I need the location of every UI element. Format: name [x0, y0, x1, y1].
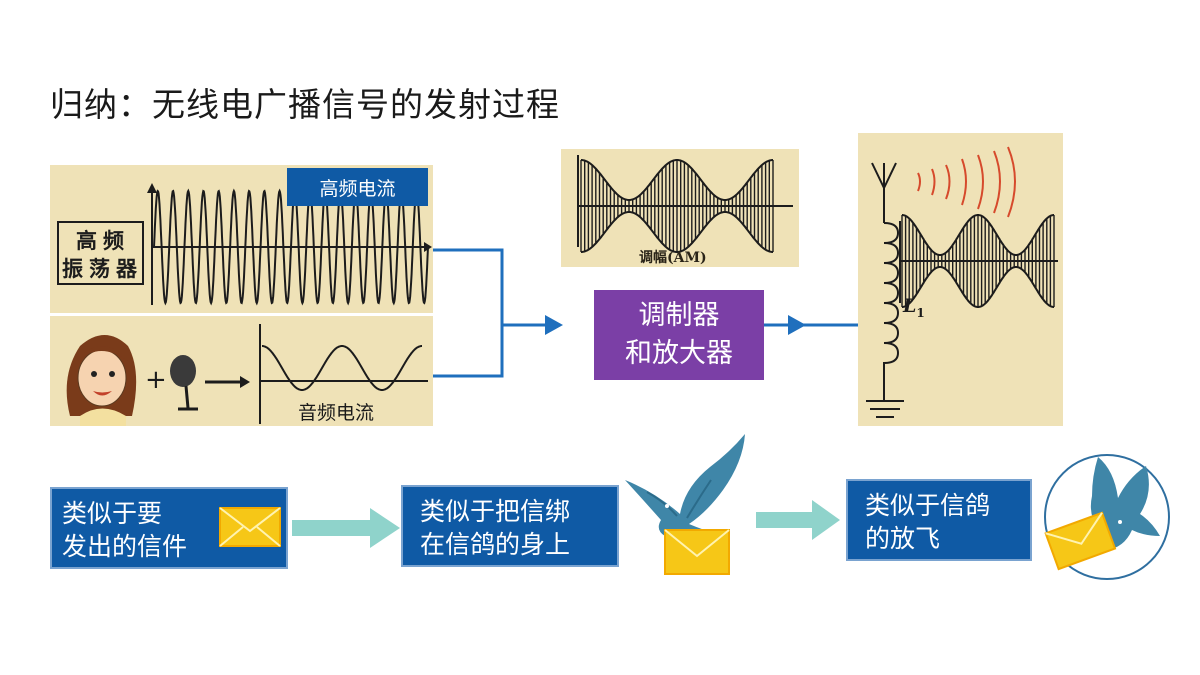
- audio-current-label: 音频电流: [298, 402, 375, 424]
- inductor-symbol: L: [903, 295, 917, 317]
- inductor-coil-icon: [866, 222, 904, 418]
- oscillator-label-line2: 振荡器: [62, 256, 143, 281]
- envelope-icon: [219, 507, 281, 547]
- audio-illustration: +: [66, 324, 428, 426]
- teal-arrow-icon-2: [756, 500, 840, 540]
- modulator-line1: 调制器: [638, 300, 720, 331]
- analogy-box-tie: 类似于把信绑 在信鸽的身上: [401, 485, 619, 567]
- radio-waves-icon: [917, 146, 1016, 218]
- high-frequency-wave: [57, 183, 432, 306]
- am-caption: 调幅(AM): [639, 250, 707, 266]
- analogy-release-line1: 类似于信鸽: [865, 491, 991, 520]
- antenna-panel: L1: [858, 133, 1063, 426]
- arrow-to-modulator-icon: [545, 315, 563, 335]
- audio-wave: [262, 345, 422, 391]
- arrow-to-antenna-icon: [788, 315, 806, 335]
- oscillator-panel: 高频 振荡器 高频电流: [50, 165, 433, 313]
- dove-with-letter-icon: [625, 434, 745, 575]
- flying-dove-icon: [1044, 454, 1170, 580]
- analogy-release-line2: 的放飞: [865, 524, 941, 553]
- svg-text:+: +: [145, 365, 167, 395]
- analogy-tie-line1: 类似于把信绑: [420, 497, 571, 526]
- antenna-am-wave: [901, 215, 1055, 307]
- high-frequency-current-label: 高频电流: [287, 168, 428, 206]
- speaker-person-icon: [66, 335, 137, 426]
- modulator-line2: 和放大器: [625, 338, 733, 369]
- antenna-diagram: [866, 146, 1058, 418]
- audio-panel: + 音频电流: [50, 316, 433, 426]
- page-title: 归纳：无线电广播信号的发射过程: [50, 85, 560, 124]
- analogy-letter-line1: 类似于要: [62, 499, 163, 528]
- analogy-box-release: 类似于信鸽 的放飞: [846, 479, 1032, 561]
- inductor-label: L1: [903, 295, 925, 320]
- inductor-subscript: 1: [916, 305, 925, 320]
- analogy-tie-line2: 在信鸽的身上: [420, 530, 571, 559]
- microphone-icon: [170, 355, 198, 411]
- teal-arrow-icon: [292, 508, 400, 548]
- oscillator-label-line1: 高频: [76, 228, 130, 253]
- modulator-amplifier-box: 调制器 和放大器: [594, 290, 764, 380]
- analogy-box-letter: 类似于要 发出的信件: [50, 487, 288, 569]
- am-panel: 调幅(AM): [561, 149, 799, 267]
- am-wave: [577, 155, 793, 253]
- analogy-letter-line2: 发出的信件: [62, 532, 188, 561]
- antenna-icon: [871, 162, 897, 223]
